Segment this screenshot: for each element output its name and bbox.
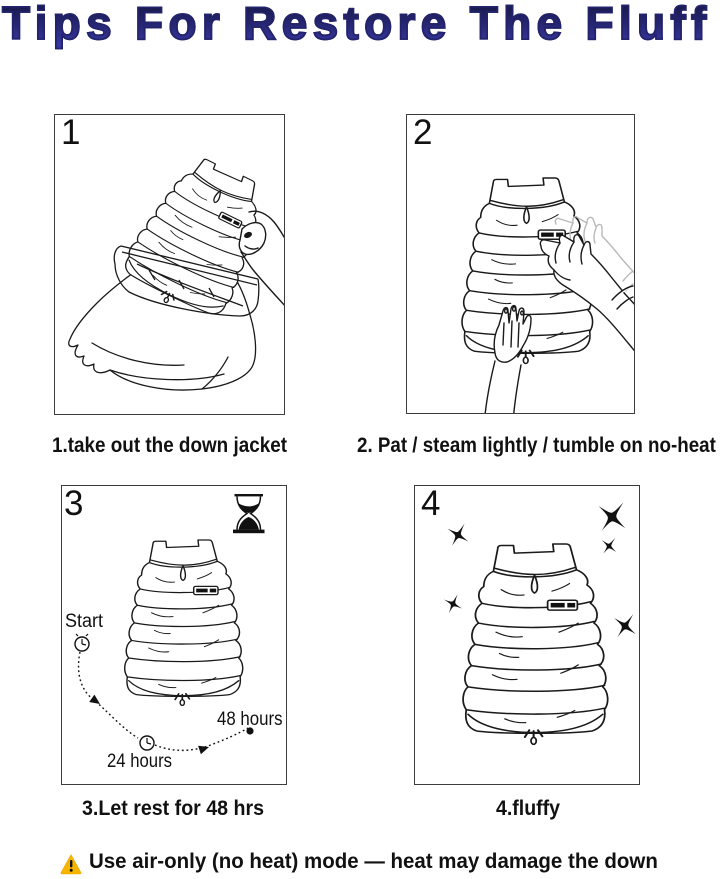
svg-text:Start: Start <box>65 611 104 632</box>
svg-text:48 hours: 48 hours <box>217 709 283 730</box>
svg-text:24 hours: 24 hours <box>107 751 172 772</box>
